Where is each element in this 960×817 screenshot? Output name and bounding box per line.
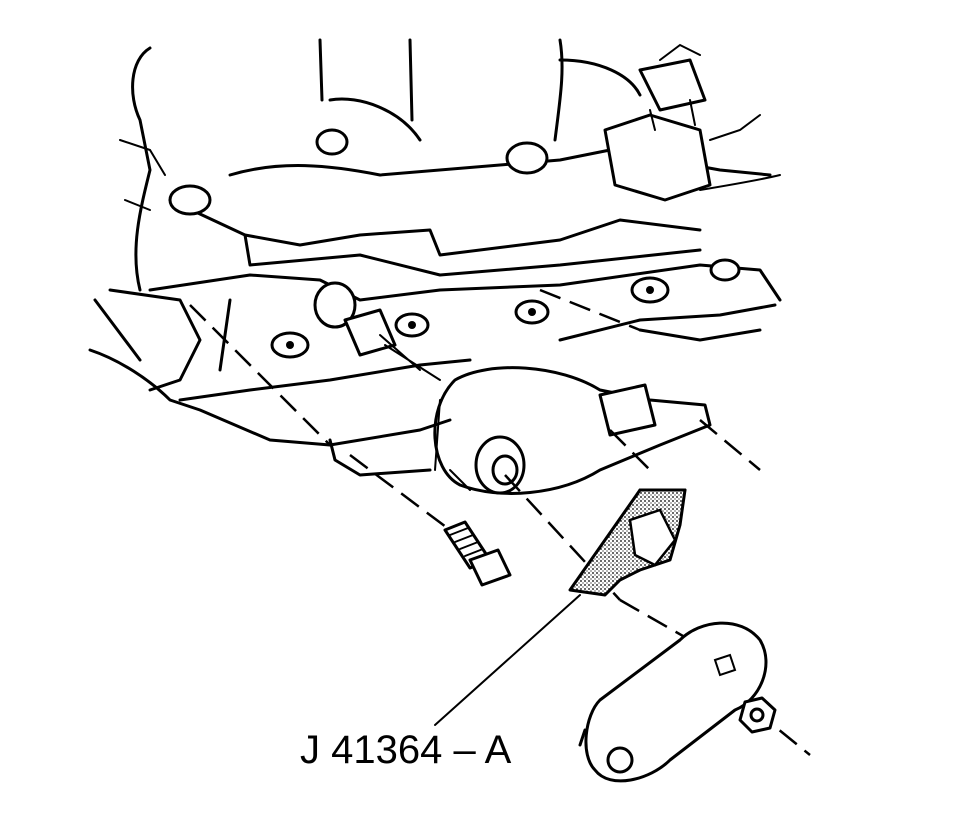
case-bolt-bosses — [168, 128, 741, 359]
callout-leader — [434, 594, 581, 726]
range-switch — [328, 366, 712, 495]
alignment-tool — [568, 488, 687, 597]
lever-nut — [738, 696, 777, 734]
sensor-plug — [313, 281, 441, 381]
tool-callout-label: J 41364 – A — [300, 728, 512, 772]
shift-lever — [578, 621, 768, 783]
electrical-connector — [603, 43, 712, 202]
mounting-bolt — [443, 520, 512, 587]
transmission-case — [88, 38, 782, 447]
